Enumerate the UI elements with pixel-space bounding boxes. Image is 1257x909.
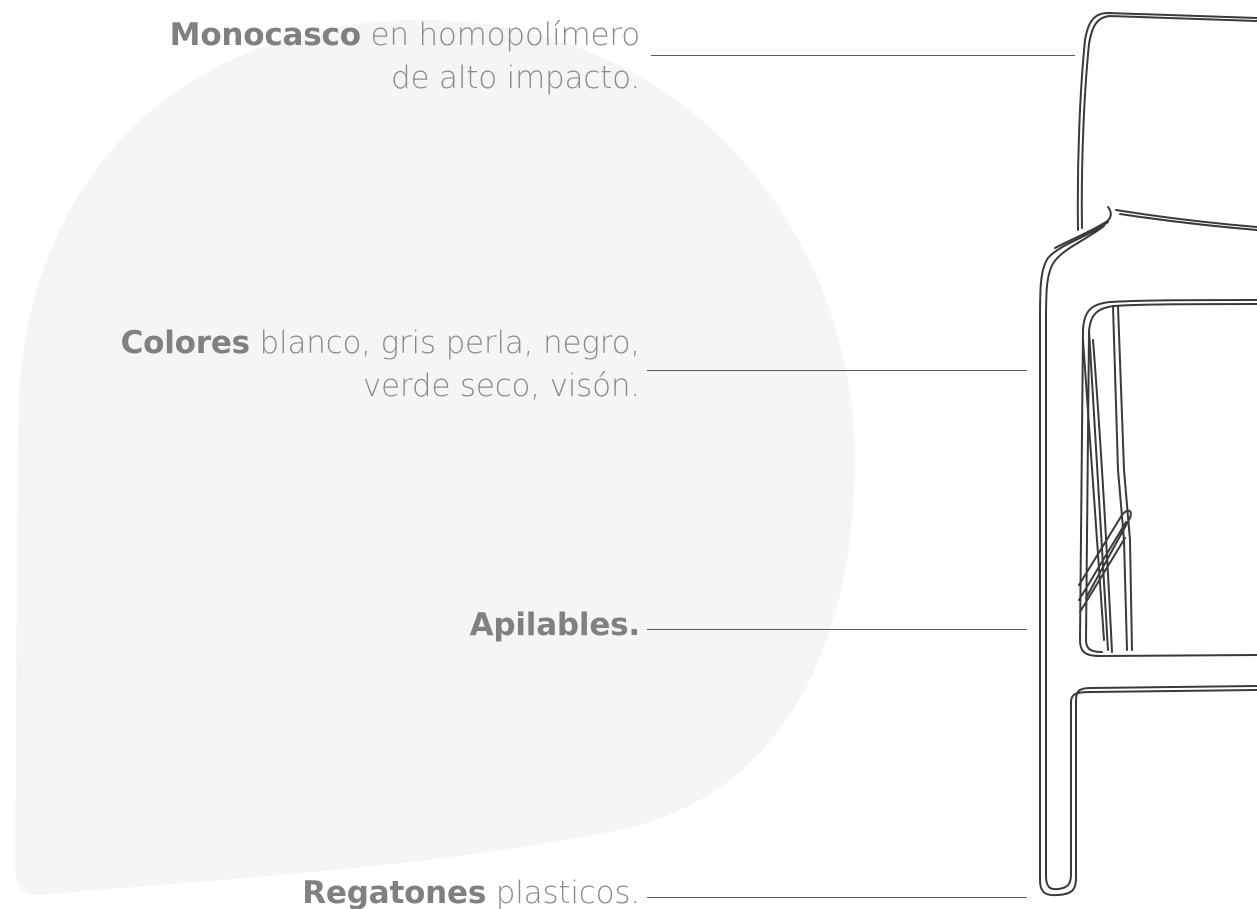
feature-monocasco: Monocasco en homopolímero de alto impact… [169,14,641,100]
leader-line-monocasco [651,55,1075,56]
feature-title: Regatones [302,875,487,909]
leader-line-regatones [647,897,1027,898]
feature-colores: Colores blanco, gris perla, negro, verde… [120,322,641,408]
feature-text-line2: de alto impacto. [391,60,640,96]
feature-title: Colores [120,325,251,361]
feature-regatones: Regatones plasticos. [302,872,640,909]
feature-text: blanco, gris perla, negro, [249,325,641,361]
feature-apilables: Apilables. [469,604,641,647]
leader-line-colores [647,370,1027,371]
feature-text-line2: verde seco, visón. [362,368,640,404]
feature-title: Monocasco [169,17,361,53]
feature-text: plasticos. [486,875,640,909]
feature-title: Apilables. [469,607,641,643]
leader-line-apilables [647,629,1027,630]
feature-text: en homopolímero [360,17,640,53]
